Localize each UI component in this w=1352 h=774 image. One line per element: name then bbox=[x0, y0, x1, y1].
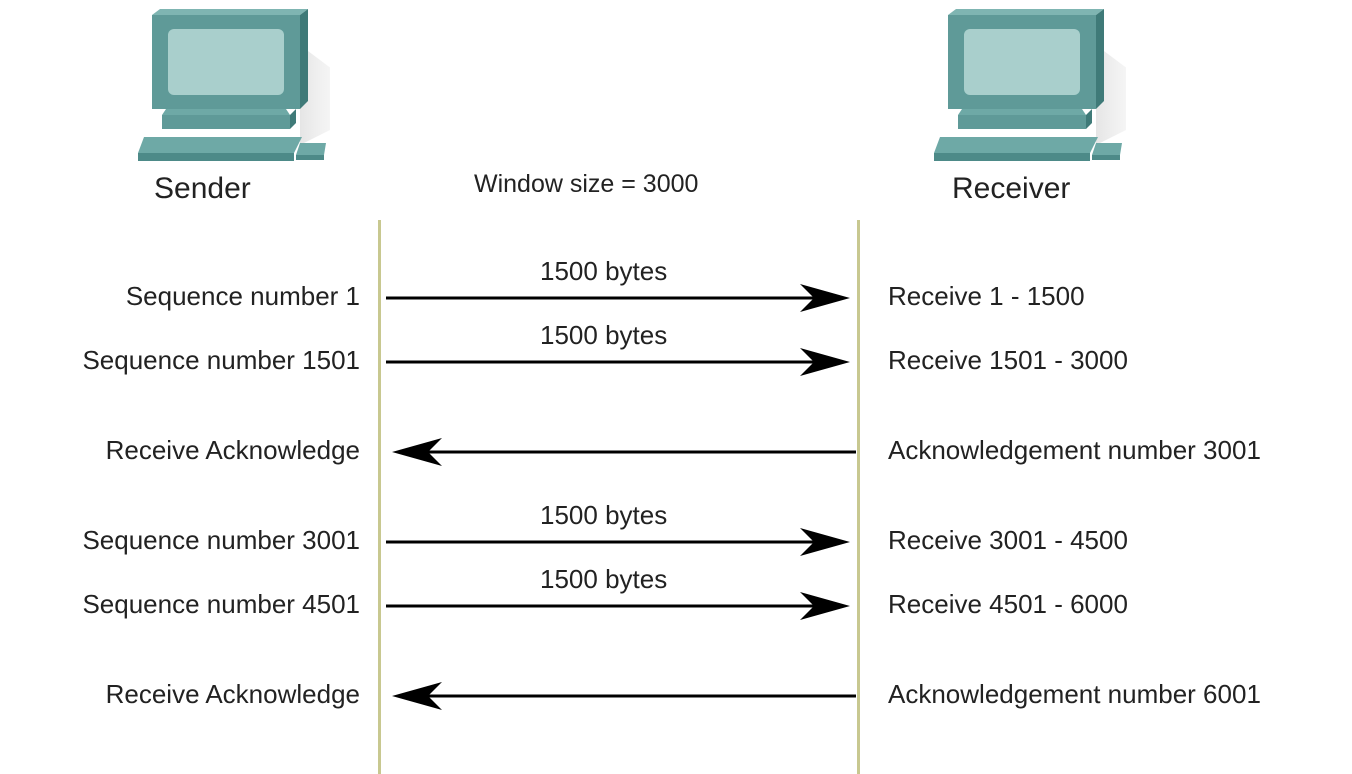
window-size-label: Window size = 3000 bbox=[474, 170, 699, 198]
sender-event-label: Sequence number 1501 bbox=[82, 345, 360, 375]
sender-label: Sender bbox=[154, 172, 251, 205]
payload-size-label: 1500 bytes bbox=[540, 564, 668, 594]
receiver-label: Receiver bbox=[952, 172, 1071, 205]
receiver-event-label: Receive 1501 - 3000 bbox=[888, 345, 1128, 375]
data-segment-arrow bbox=[386, 592, 850, 620]
receiver-event-label: Receive 1 - 1500 bbox=[888, 281, 1085, 311]
payload-size-label: 1500 bytes bbox=[540, 500, 668, 530]
data-segment-arrow bbox=[386, 528, 850, 556]
receiver-event-label: Acknowledgement number 3001 bbox=[888, 435, 1261, 465]
receiver-computer-icon bbox=[934, 9, 1126, 161]
data-segment-arrow bbox=[386, 284, 850, 312]
sender-timeline bbox=[378, 220, 381, 774]
sender-event-label: Sequence number 3001 bbox=[82, 525, 360, 555]
payload-size-label: 1500 bytes bbox=[540, 320, 668, 350]
sender-event-label: Sequence number 4501 bbox=[82, 589, 360, 619]
receiver-event-label: Acknowledgement number 6001 bbox=[888, 679, 1261, 709]
sender-computer-icon bbox=[138, 9, 330, 161]
receiver-timeline bbox=[857, 220, 860, 774]
sender-event-label: Receive Acknowledge bbox=[105, 435, 360, 465]
receiver-event-label: Receive 3001 - 4500 bbox=[888, 525, 1128, 555]
acknowledgement-arrow bbox=[392, 438, 856, 466]
receiver-event-label: Receive 4501 - 6000 bbox=[888, 589, 1128, 619]
data-segment-arrow bbox=[386, 348, 850, 376]
payload-size-label: 1500 bytes bbox=[540, 256, 668, 286]
sender-event-label: Sequence number 1 bbox=[125, 281, 360, 311]
sender-event-label: Receive Acknowledge bbox=[105, 679, 360, 709]
acknowledgement-arrow bbox=[392, 682, 856, 710]
